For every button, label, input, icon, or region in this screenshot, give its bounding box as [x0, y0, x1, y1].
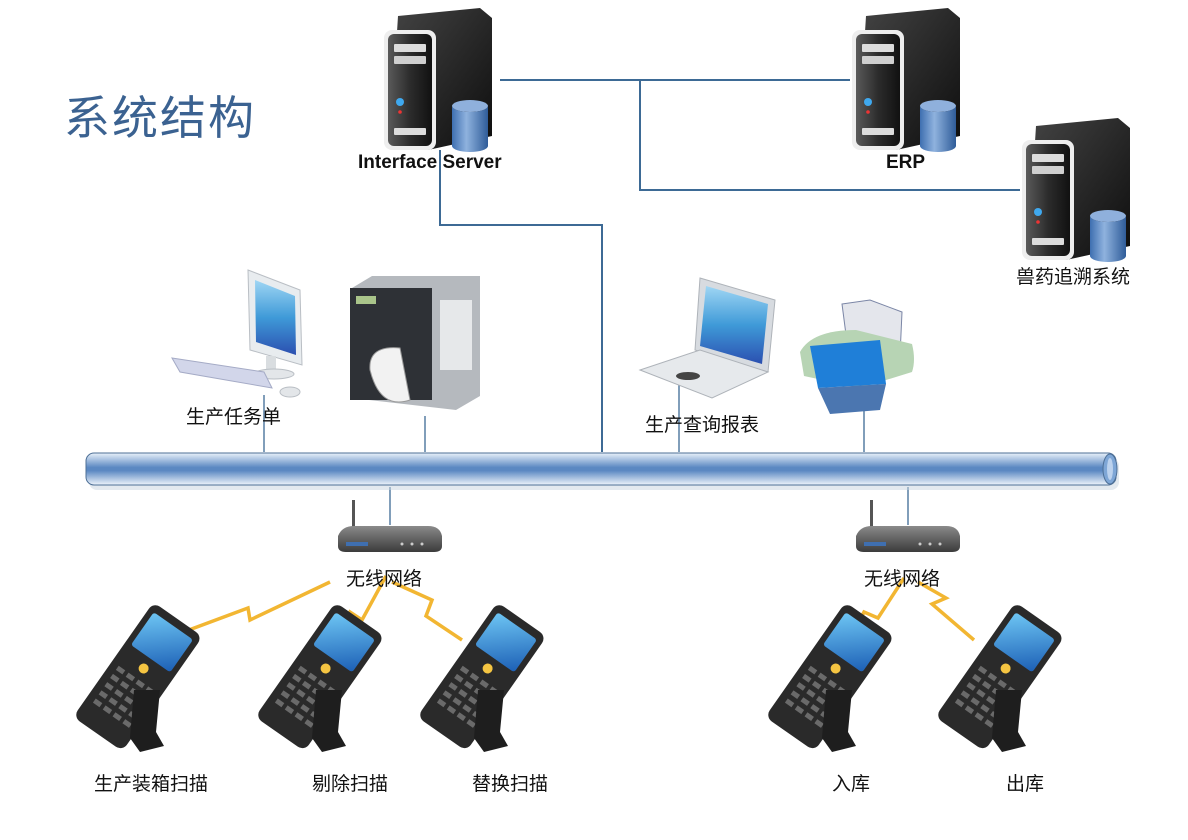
scanner-3-label: 替换扫描 [472, 773, 549, 795]
wireless-links [161, 575, 976, 661]
network-bus [85, 452, 1119, 490]
erp-label: ERP [886, 152, 926, 173]
bus-drops [263, 380, 909, 525]
scanner-1-label: 生产装箱扫描 [94, 773, 209, 795]
erp-server-icon [852, 8, 960, 152]
desktop-computer-icon [171, 269, 303, 398]
interface-server-icon [384, 8, 492, 152]
interface-server-label: Interface Server [358, 152, 502, 173]
scanner-4-icon [765, 602, 895, 752]
scanner-1-icon [73, 602, 203, 752]
link-interface-bus [439, 150, 603, 452]
scanner-4-label: 入库 [832, 773, 871, 795]
link-interface-trace [639, 80, 1020, 191]
server-links [439, 79, 1020, 452]
laptop-icon [638, 277, 776, 399]
lightning-scanner-1 [161, 580, 331, 642]
laptop-label: 生产查询报表 [645, 414, 760, 436]
lightning-scanner-3 [391, 580, 463, 642]
scanner-2-icon [255, 602, 385, 752]
trace-system-label: 兽药追溯系统 [1016, 266, 1131, 288]
desktop-label: 生产任务单 [186, 406, 282, 428]
diagram-title: 系统结构 [64, 91, 256, 145]
label-printer-icon [350, 276, 480, 410]
scanner-2-label: 剔除扫描 [312, 773, 389, 795]
wireless-1-label: 无线网络 [346, 568, 423, 590]
wireless-2-label: 无线网络 [864, 568, 941, 590]
printer-icon [800, 299, 914, 414]
scanner-5-label: 出库 [1006, 773, 1045, 795]
trace-server-icon [1022, 118, 1130, 262]
lightning-scanner-5 [917, 580, 976, 642]
